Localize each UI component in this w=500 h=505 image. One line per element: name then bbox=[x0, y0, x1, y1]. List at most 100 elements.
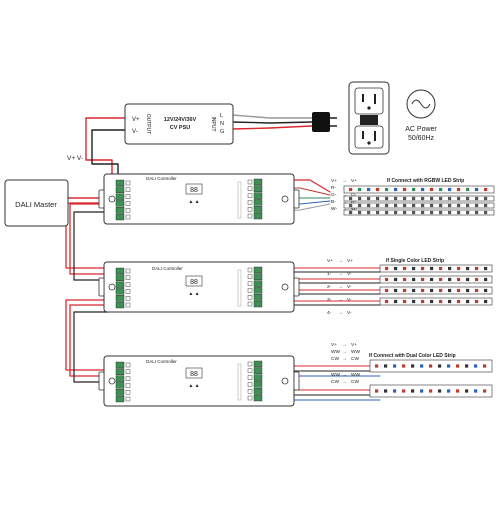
single-strip-3-led bbox=[385, 288, 389, 293]
controller-1-output-screw bbox=[247, 200, 253, 205]
rgbw-strip-row-2-led bbox=[448, 203, 452, 208]
rgbw-strip-row-1-led bbox=[403, 196, 407, 201]
controller-3-buttons: ▲ ▲ bbox=[188, 383, 199, 389]
legend-2-arrow-1: → bbox=[338, 272, 343, 277]
single-strip-1-led bbox=[439, 266, 443, 271]
rgbw-strip-row-1-led bbox=[466, 196, 470, 201]
legend-3-arrow-2: → bbox=[342, 357, 347, 362]
psu-g-label: G bbox=[220, 129, 224, 135]
single-strip-2-led bbox=[475, 277, 479, 282]
rgbw-strip-row-2-led bbox=[394, 203, 398, 208]
single-strip-1-led bbox=[394, 266, 398, 271]
dual-strip-2-led bbox=[393, 389, 397, 393]
legend-1-from-1: R- bbox=[331, 185, 336, 191]
controller-3-input-terminal bbox=[115, 368, 125, 375]
single-strip-2 bbox=[379, 275, 493, 284]
rgbw-strip-row-2-led bbox=[421, 203, 425, 208]
controller-3-output-screw bbox=[247, 382, 253, 387]
single-strip-4-led bbox=[403, 299, 407, 304]
single-strip-2-led bbox=[448, 277, 452, 282]
controller-2-output-terminal bbox=[253, 287, 263, 294]
dali-master-label: DALI Master bbox=[15, 200, 57, 209]
single-strip-3-led bbox=[439, 288, 443, 293]
rgbw-strip-row-2-led bbox=[376, 203, 380, 208]
dual-strip-1-led bbox=[393, 364, 397, 368]
controller-2-input-terminal bbox=[115, 281, 125, 288]
legend-1-from-0: V+ bbox=[331, 178, 337, 184]
rgbw-strip-row-1-led bbox=[448, 196, 452, 201]
legend-1-arrow-0: → bbox=[342, 179, 347, 184]
single-strip-3-led bbox=[421, 288, 425, 293]
rgbw-strip-led bbox=[349, 187, 353, 192]
controller-1-input-screw bbox=[125, 180, 131, 186]
psu-output-label: OUTPUT bbox=[145, 114, 151, 135]
controller-2-input-screw bbox=[125, 282, 131, 287]
dual-strip-1-led bbox=[384, 364, 388, 368]
legend-3-from-2: CW bbox=[331, 356, 339, 362]
rgbw-strip-led bbox=[367, 187, 371, 192]
controller-3-display bbox=[185, 367, 203, 379]
single-strip-3-led bbox=[403, 288, 407, 293]
controller-2-output-terminal bbox=[253, 280, 263, 287]
single-strip-4-led bbox=[466, 299, 470, 304]
single-strip-3-led bbox=[457, 288, 461, 293]
rgbw-strip-row-1-led bbox=[412, 196, 416, 201]
controller-1-input-screw bbox=[125, 207, 131, 213]
controller-1-output-terminal bbox=[253, 205, 263, 213]
strip-title-rgbw: If Connect with RGBW LED Strip bbox=[387, 178, 464, 184]
chain-1-2-red bbox=[65, 197, 109, 269]
controller-1-display bbox=[185, 183, 203, 195]
controller-1-output-terminal bbox=[253, 192, 263, 199]
legend-3-arrow-0: → bbox=[342, 343, 347, 348]
single-strip-3-led bbox=[484, 288, 488, 293]
controller-3-input-screw bbox=[125, 383, 131, 388]
ac-power-line1: AC Power bbox=[405, 126, 437, 133]
controller-2-output-terminal bbox=[253, 300, 263, 308]
dali-controller-1: DALI Controller 88 ▲ ▲ bbox=[98, 173, 300, 225]
controller-2-title: DALI Controller bbox=[152, 266, 183, 271]
single-strip-3-led bbox=[448, 288, 452, 293]
single-strip-4-led bbox=[421, 299, 425, 304]
dual-strip-2-led bbox=[429, 389, 433, 393]
rgbw-strip-row-1-led bbox=[457, 196, 461, 201]
strip-title-single: If Single Color LED Strip bbox=[386, 258, 444, 264]
controller-3-output-terminal bbox=[253, 360, 263, 368]
chain-2-3-black bbox=[73, 311, 109, 383]
controller-3-display-value: 88 bbox=[190, 371, 198, 378]
dual-strip-1-led bbox=[483, 364, 487, 368]
single-strip-2-led bbox=[430, 277, 434, 282]
legend-1-to-2: G- bbox=[351, 192, 357, 198]
rgbw-strip-row-2 bbox=[343, 202, 495, 209]
single-strip-3-led bbox=[430, 288, 434, 293]
single-strip-4-led bbox=[430, 299, 434, 304]
legend-2-arrow-4: → bbox=[338, 311, 343, 316]
single-strip-4-led bbox=[475, 299, 479, 304]
rgbw-strip-row-1-led bbox=[376, 196, 380, 201]
legend-3-arrow-1: → bbox=[342, 350, 347, 355]
controller-2-output-screw bbox=[247, 267, 253, 273]
dual-strip-1-led bbox=[456, 364, 460, 368]
controller-2-output-screw bbox=[247, 301, 253, 307]
legend-2-from-3: 3- bbox=[327, 297, 332, 303]
controller-3-output-terminal bbox=[253, 381, 263, 388]
controller-3-input-screw bbox=[125, 396, 131, 402]
controller-3-input-terminal bbox=[115, 382, 125, 389]
legend-2-arrow-3: → bbox=[338, 298, 343, 303]
controller-2-input-terminal bbox=[115, 288, 125, 295]
single-strip-4 bbox=[379, 297, 493, 306]
single-strip-1-led bbox=[484, 266, 488, 271]
controller-3-input-screw bbox=[125, 376, 131, 381]
controller-1-output-terminal bbox=[253, 212, 263, 220]
rgbw-strip-row-3-led bbox=[421, 210, 425, 215]
legend-1-from-2: G- bbox=[331, 192, 337, 198]
psu-l-wire bbox=[231, 114, 313, 119]
strip-legends: V+→V+R-→R-G-→G-B-→B-W-→W-V+→V+1-→V-2-→V-… bbox=[327, 178, 361, 385]
controller-2-mount-hole-right bbox=[281, 283, 289, 291]
single-strip-1-led bbox=[421, 266, 425, 271]
controller-1-output-screw bbox=[247, 213, 253, 219]
dual-strip-1-led bbox=[420, 364, 424, 368]
single-strip-2-led bbox=[403, 277, 407, 282]
dual-strip-1-led bbox=[375, 364, 379, 368]
legend-1-to-0: V+ bbox=[351, 178, 357, 184]
legend-1-to-3: B- bbox=[351, 199, 356, 205]
